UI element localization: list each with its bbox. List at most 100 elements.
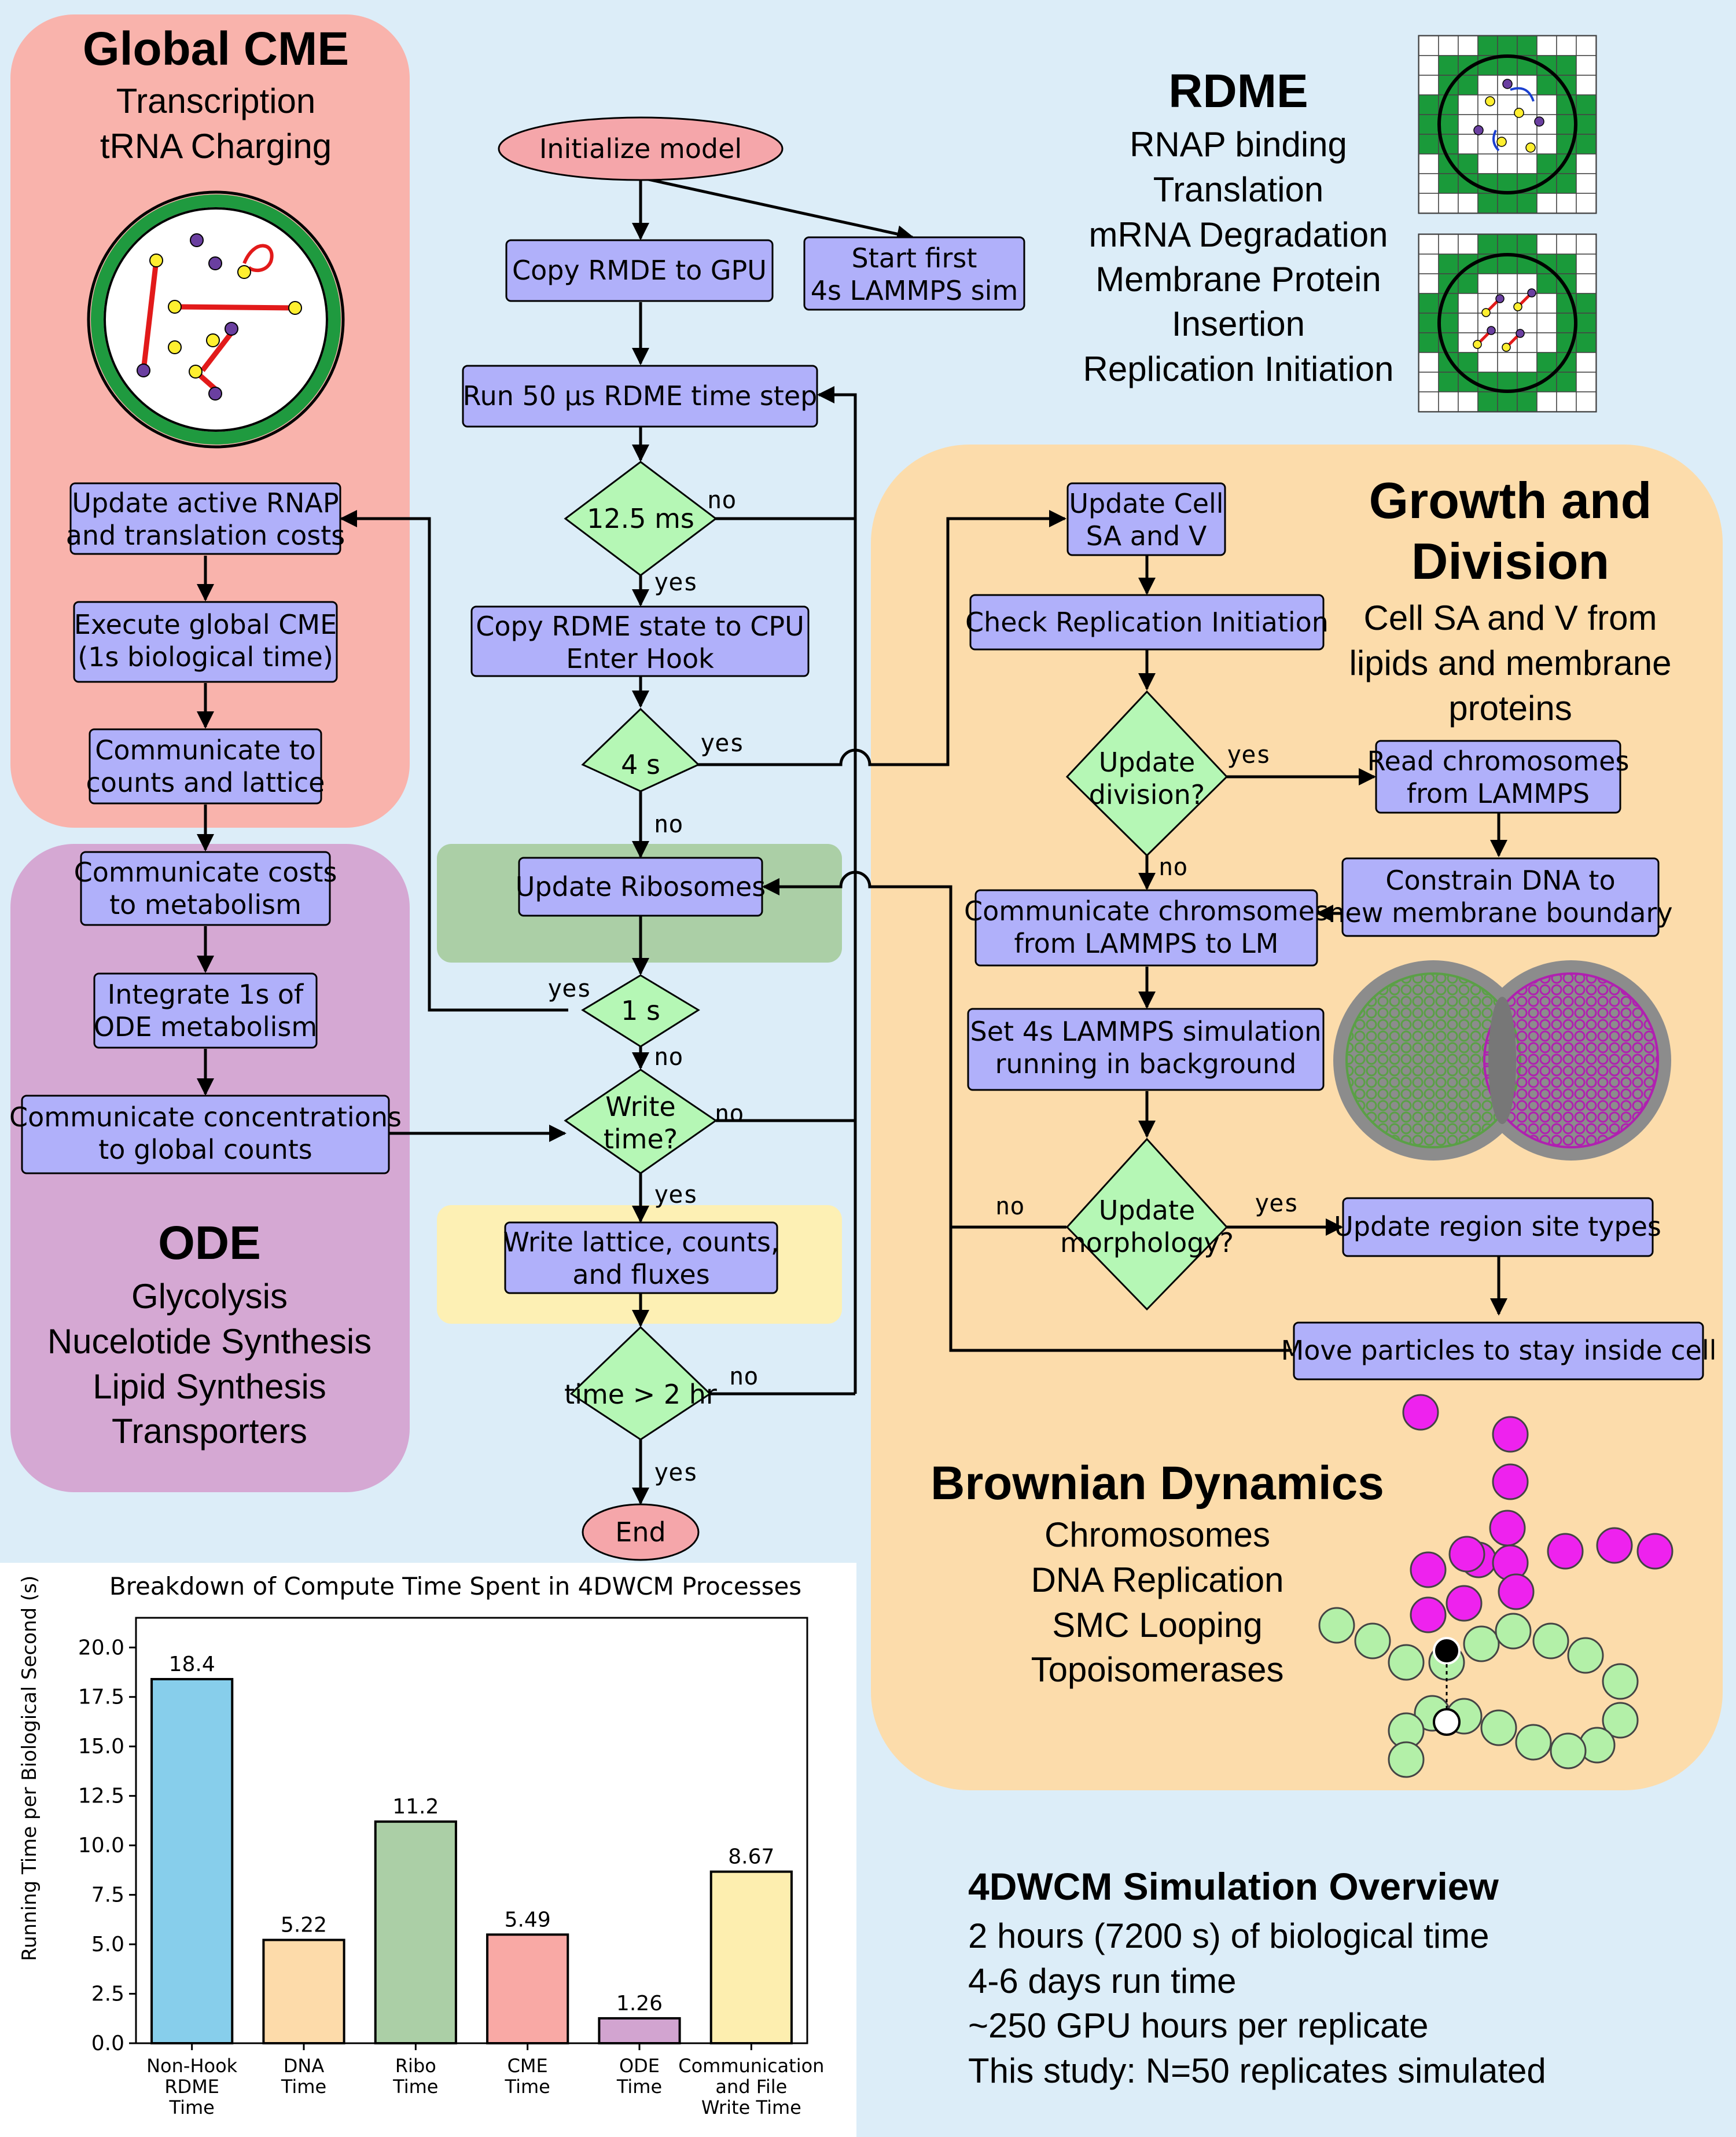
bead-replicated xyxy=(1636,1533,1674,1570)
chart-title: Breakdown of Compute Time Spent in 4DWCM… xyxy=(109,1572,801,1600)
overview-line-4: This study: N=50 replicates simulated xyxy=(968,2051,1546,2090)
rdme-line-1: RNAP binding xyxy=(1130,125,1347,164)
label-no-write: no xyxy=(715,1099,744,1128)
node-update-rnap-label-1: Update active RNAP xyxy=(72,487,339,519)
node-copy-state-label-1: Copy RDME state to CPU xyxy=(476,611,804,642)
label-no-time: no xyxy=(729,1362,759,1390)
lattice-cell xyxy=(1536,273,1557,294)
lattice-cell xyxy=(1458,293,1478,314)
lattice-cell xyxy=(1497,153,1518,174)
cme-title: Global CME xyxy=(83,23,349,75)
lattice-cell xyxy=(1458,94,1478,115)
lattice-cell xyxy=(1576,94,1597,115)
lattice-cell xyxy=(1536,352,1557,373)
lattice-cell xyxy=(1576,153,1597,174)
lattice-particle xyxy=(1496,137,1507,147)
y-tick-label: 7.5 xyxy=(91,1883,124,1907)
lattice-cell xyxy=(1576,332,1597,353)
x-tick-label: and File xyxy=(715,2076,787,2098)
lattice-cell xyxy=(1517,153,1538,174)
node-comm-chrom xyxy=(974,889,1318,967)
bead-marker-h xyxy=(1433,1708,1461,1736)
lattice-cell xyxy=(1536,35,1557,56)
label-yes-write: yes xyxy=(654,1180,698,1209)
lattice-cell xyxy=(1576,35,1597,56)
x-tick-label: Write Time xyxy=(701,2096,801,2118)
bar xyxy=(598,2017,681,2044)
bead-chromosome xyxy=(1354,1622,1391,1659)
lattice-cell xyxy=(1556,313,1577,333)
lattice-cell xyxy=(1477,391,1498,412)
y-tick-label: 10.0 xyxy=(78,1834,124,1857)
lattice-particle xyxy=(1487,326,1496,335)
flowchart-nodes: Initialize model Copy RMDE to GPU Start … xyxy=(9,116,1716,1561)
lattice-cell xyxy=(1576,391,1597,412)
lattice-cell xyxy=(1418,254,1439,274)
node-run-rdme xyxy=(462,365,818,428)
node-start-lammps xyxy=(803,236,1025,311)
overview-line-2: 4-6 days run time xyxy=(968,1962,1237,2000)
label-yes-1s: yes xyxy=(547,974,591,1003)
bar-value-label: 5.22 xyxy=(281,1914,327,1937)
lattice-particle xyxy=(1473,340,1482,349)
growth-title-2: Division xyxy=(1411,533,1609,590)
bead-replicated xyxy=(1492,1416,1529,1453)
node-execute-cme-label-1: Execute global CME xyxy=(74,609,337,640)
lattice-cell xyxy=(1477,193,1498,214)
lattice-membrane xyxy=(1437,253,1577,393)
lattice-cell xyxy=(1438,193,1459,214)
bead-replicated xyxy=(1547,1533,1584,1570)
lattice-cell xyxy=(1458,313,1478,333)
node-read-chrom xyxy=(1375,740,1621,814)
node-comm-counts xyxy=(89,728,322,805)
lattice-cell xyxy=(1477,234,1498,255)
lattice-cell xyxy=(1576,114,1597,135)
node-check-rep xyxy=(969,594,1325,651)
x-tick-label: Time xyxy=(392,2076,438,2098)
brownian-bead-polymer xyxy=(1318,1394,1674,1778)
node-comm-conc-label-2: to global counts xyxy=(98,1134,312,1165)
x-tick-label: DNA xyxy=(284,2055,325,2077)
rdme-line-5: Insertion xyxy=(1172,304,1305,343)
lattice-cell xyxy=(1576,234,1597,255)
growth-line-2: lipids and membrane xyxy=(1349,644,1672,682)
bead-replicated xyxy=(1448,1536,1485,1573)
node-integrate-ode xyxy=(93,972,318,1049)
lattice-cell xyxy=(1517,391,1538,412)
lattice-cell xyxy=(1418,94,1439,115)
rdme-line-4: Membrane Protein xyxy=(1095,260,1381,299)
lattice-cell xyxy=(1536,234,1557,255)
lattice-cell xyxy=(1418,134,1439,155)
node-update-sav xyxy=(1066,482,1226,556)
lattice-cell xyxy=(1418,114,1439,135)
node-comm-conc xyxy=(21,1095,390,1174)
lattice-particle xyxy=(1485,96,1495,107)
lattice-cell xyxy=(1458,193,1478,214)
growth-title-1: Growth and xyxy=(1369,472,1652,529)
bead-chromosome xyxy=(1318,1607,1355,1644)
lattice-cell xyxy=(1497,94,1518,115)
y-tick-label: 2.5 xyxy=(91,1982,124,2006)
lattice-cell xyxy=(1576,254,1597,274)
bead-replicated xyxy=(1446,1585,1483,1622)
y-tick-label: 12.5 xyxy=(78,1784,124,1808)
node-decision-division-label-1: Update xyxy=(1099,747,1196,778)
lattice-cell xyxy=(1497,114,1518,135)
label-yes-4s: yes xyxy=(700,729,744,757)
y-tick-label: 5.0 xyxy=(91,1933,124,1956)
y-tick-label: 20.0 xyxy=(78,1636,124,1659)
brownian-line-1: Chromosomes xyxy=(1044,1515,1270,1554)
lattice-cell xyxy=(1497,313,1518,333)
node-execute-cme-label-2: (1s biological time) xyxy=(78,641,333,673)
chart-plot-area: 0.02.55.07.510.012.515.017.520.018.4Non-… xyxy=(78,1617,824,2118)
bead-replicated xyxy=(1596,1527,1633,1564)
lattice-particle xyxy=(1513,302,1522,311)
label-yes-12-5ms: yes xyxy=(654,568,698,596)
lattice-cell xyxy=(1418,352,1439,373)
node-decision-12-5ms xyxy=(564,461,718,577)
lattice-cell xyxy=(1497,352,1518,373)
bead-marker-a xyxy=(1433,1637,1461,1665)
y-tick-label: 17.5 xyxy=(78,1686,124,1709)
bead-replicated xyxy=(1489,1510,1526,1547)
